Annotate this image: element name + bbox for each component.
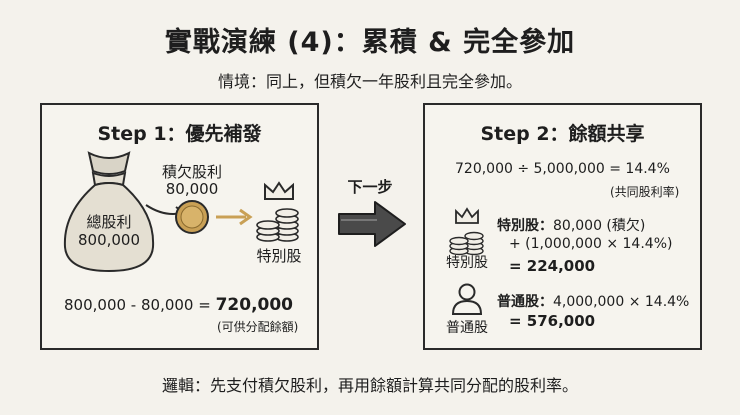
preferred-icon-label: 特別股 <box>446 255 488 271</box>
money-bag-icon <box>63 151 155 273</box>
rate-note: (共同股利率) <box>610 185 680 199</box>
preferred-line1: 80,000 (積欠) <box>553 218 646 234</box>
step1-title: Step 1：優先補發 <box>97 123 262 145</box>
person-icon <box>451 283 483 315</box>
formula-note: (可供分配餘額) <box>217 320 299 334</box>
formula-prefix: 800,000 - 80,000 = <box>64 296 216 314</box>
rate-formula: 720,000 ÷ 5,000,000 = 14.4% <box>455 161 670 177</box>
page-title: 實戰演練 (4)：累積 & 完全參加 <box>164 27 576 58</box>
next-step-label: 下一步 <box>347 178 393 196</box>
step1-panel: Step 1：優先補發 總股利 800,000 積欠股利 80,000 <box>40 103 319 350</box>
preferred-result: = 224,000 <box>509 257 596 275</box>
preferred-calc-line1: 特別股：80,000 (積欠) <box>497 215 645 235</box>
preferred-head: 特別股： <box>497 218 553 234</box>
step2-panel: Step 2：餘額共享 720,000 ÷ 5,000,000 = 14.4% … <box>423 103 702 350</box>
common-icon-label: 普通股 <box>446 320 488 336</box>
arrears-value: 80,000 <box>165 180 219 198</box>
bag-label: 總股利 <box>86 213 132 231</box>
preferred-label: 特別股 <box>256 247 302 265</box>
common-line1: 4,000,000 × 14.4% <box>553 294 690 310</box>
preferred-crown-coins-icon <box>449 207 484 256</box>
common-result: = 576,000 <box>509 312 596 330</box>
step1-formula: 800,000 - 80,000 = 720,000 <box>64 295 314 315</box>
gold-coin-icon <box>175 200 209 234</box>
preferred-line2: + (1,000,000 × 14.4%) <box>509 236 673 252</box>
arrears-label: 積欠股利 <box>161 163 222 181</box>
scenario-subtitle: 情境：同上，但積欠一年股利且完全參加。 <box>217 72 522 91</box>
common-calc-line1: 普通股：4,000,000 × 14.4% <box>497 291 689 311</box>
formula-result: 720,000 <box>215 295 294 315</box>
common-head: 普通股： <box>497 294 553 310</box>
step2-title: Step 2：餘額共享 <box>480 123 645 145</box>
bag-value: 800,000 <box>77 231 141 249</box>
big-arrow-icon <box>338 201 406 247</box>
footer-logic-note: 邏輯：先支付積欠股利，再用餘額計算共同分配的股利率。 <box>161 376 578 395</box>
preferred-crown-coins-icon <box>256 181 299 242</box>
arrow-right-icon <box>216 208 253 226</box>
